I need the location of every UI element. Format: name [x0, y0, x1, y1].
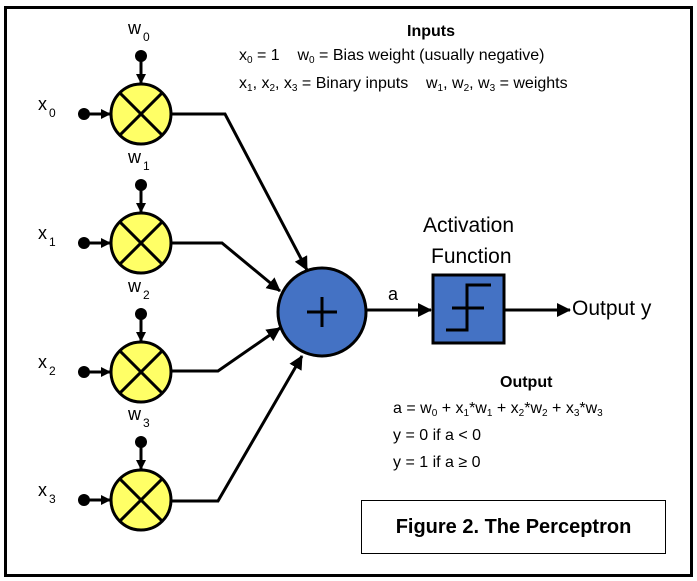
multiply-x-icon	[118, 91, 164, 137]
step-function-icon	[446, 283, 491, 332]
x-input-dot	[78, 494, 90, 506]
output-panel-title: Output	[500, 374, 553, 391]
inputs-panel-title: Inputs	[407, 23, 455, 40]
product-to-sum-arrow	[171, 355, 304, 503]
x-input-dot	[78, 237, 90, 249]
multiplier-unit-3	[78, 355, 304, 532]
multiplier-unit-1	[78, 179, 281, 293]
x-input-dot	[78, 108, 90, 120]
weight-input-dot	[135, 308, 147, 320]
output-rule-nonnegative: y = 1 if a ≥ 0	[393, 454, 481, 471]
inputs-panel-line1: x0 = 1 w0 = Bias weight (usually negativ…	[239, 47, 545, 66]
product-to-sum-arrow	[171, 326, 281, 373]
weight-input-dot	[135, 179, 147, 191]
multiply-x-icon	[118, 477, 164, 523]
product-to-sum-arrow	[171, 241, 281, 293]
activation-title-line2: Function	[431, 245, 512, 268]
plus-icon	[307, 297, 337, 327]
inputs-panel-line2: x1, x2, x3 = Binary inputs w1, w2, w3 = …	[239, 75, 568, 94]
summation-output-label: a	[388, 284, 399, 304]
output-rule-negative: y = 0 if a < 0	[393, 427, 482, 444]
weight-input-dot	[135, 436, 147, 448]
multiplier-unit-0	[78, 50, 309, 271]
output-label: Output y	[572, 297, 652, 320]
multiply-x-icon	[118, 349, 164, 395]
multiplier-unit-2	[78, 308, 281, 404]
product-to-sum-arrow	[171, 112, 309, 271]
weight-input-dot	[135, 50, 147, 62]
x-input-dot	[78, 366, 90, 378]
figure-caption-box: Figure 2. The Perceptron	[361, 500, 666, 554]
output-equation: a = w0 + x1*w1 + x2*w2 + x3*w3	[393, 400, 603, 419]
activation-title-line1: Activation	[423, 214, 515, 237]
multiply-x-icon	[118, 220, 164, 266]
figure-frame	[4, 6, 693, 577]
figure-caption: Figure 2. The Perceptron	[395, 515, 632, 538]
